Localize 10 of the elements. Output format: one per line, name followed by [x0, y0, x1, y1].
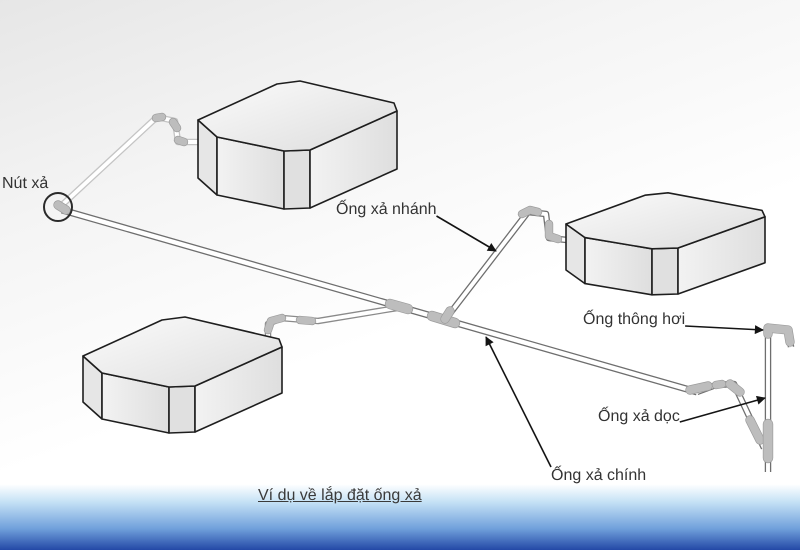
callout-label: Ống xả dọc: [598, 408, 680, 426]
caption: Ví dụ về lắp đặt ống xả: [258, 486, 422, 506]
leader-arrow: [485, 336, 552, 468]
part-label: Nút xả: [2, 175, 48, 193]
leader-arrow: [685, 325, 764, 334]
callout-label: Ống xả chính: [551, 467, 646, 485]
callout-label: Ống xả nhánh: [336, 201, 437, 219]
leader-arrow: [436, 215, 497, 252]
callout-label: Ống thông hơi: [583, 311, 686, 329]
leader-arrow: [680, 396, 766, 423]
